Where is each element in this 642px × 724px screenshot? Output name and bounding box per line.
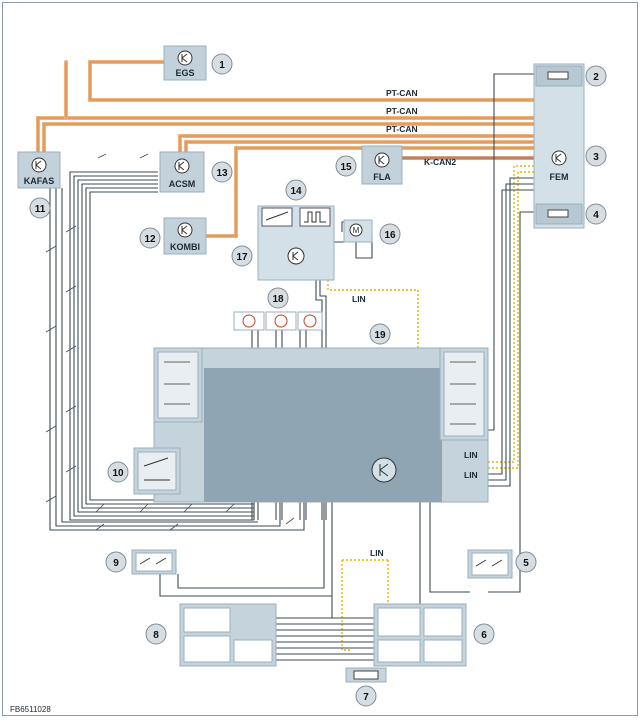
fla-label: FLA — [373, 172, 391, 182]
callout-2: 2 — [585, 65, 607, 87]
pt-can-label-3: PT-CAN — [386, 124, 418, 134]
callout-7: 7 — [355, 685, 377, 707]
svg-text:10: 10 — [112, 468, 124, 479]
lin-label-1: LIN — [352, 294, 366, 304]
acsm-module: ACSM — [159, 151, 205, 193]
callout-13: 13 — [211, 161, 233, 183]
sensor-10 — [133, 447, 181, 495]
k-can2-label: K-CAN2 — [424, 157, 456, 167]
callout-16: 16 — [379, 223, 401, 245]
svg-text:3: 3 — [593, 152, 599, 163]
callout-4: 4 — [585, 203, 607, 225]
svg-text:M: M — [353, 226, 360, 235]
svg-text:12: 12 — [144, 234, 156, 245]
callouts: 1 2 3 4 5 6 7 8 9 10 11 12 13 14 15 16 1… — [29, 53, 607, 707]
kafas-module: KAFAS — [17, 151, 61, 189]
callout-10: 10 — [107, 461, 129, 483]
lin-label-3: LIN — [464, 470, 478, 480]
callout-15: 15 — [335, 155, 357, 177]
svg-text:1: 1 — [219, 60, 225, 71]
switch-5 — [467, 549, 513, 579]
svg-text:4: 4 — [593, 210, 599, 221]
callout-11: 11 — [29, 197, 51, 219]
pt-can-bus-lines — [36, 60, 536, 238]
callout-12: 12 — [139, 227, 161, 249]
relay-module-17 — [257, 205, 335, 281]
kombi-module: KOMBI — [163, 217, 207, 255]
kombi-label: KOMBI — [170, 242, 200, 252]
callout-19: 19 — [369, 323, 391, 345]
fuses-18 — [233, 311, 323, 331]
main-module-19 — [153, 347, 489, 503]
svg-text:17: 17 — [236, 252, 248, 263]
svg-text:14: 14 — [290, 186, 302, 197]
callout-5: 5 — [515, 551, 537, 573]
callout-18: 18 — [267, 287, 289, 309]
svg-text:7: 7 — [363, 692, 369, 703]
diagram-frame — [2, 2, 638, 716]
lin-label-2: LIN — [464, 450, 478, 460]
fem-module: FEM — [533, 63, 585, 229]
callout-9: 9 — [105, 551, 127, 573]
pt-can-label-1: PT-CAN — [386, 88, 418, 98]
callout-8: 8 — [145, 623, 167, 645]
pt-can-label-2: PT-CAN — [386, 106, 418, 116]
svg-text:5: 5 — [523, 558, 529, 569]
svg-text:19: 19 — [374, 330, 386, 341]
egs-label: EGS — [175, 68, 194, 78]
svg-text:11: 11 — [35, 204, 46, 215]
fuse-7 — [345, 667, 387, 683]
harness-ticks — [45, 153, 295, 531]
callout-6: 6 — [473, 623, 495, 645]
svg-text:16: 16 — [384, 230, 396, 241]
svg-text:9: 9 — [113, 558, 119, 569]
egs-module: EGS — [163, 45, 207, 81]
callout-1: 1 — [211, 53, 233, 75]
kafas-label: KAFAS — [24, 176, 55, 186]
svg-text:18: 18 — [272, 294, 284, 305]
svg-text:2: 2 — [593, 72, 599, 83]
svg-text:15: 15 — [340, 162, 352, 173]
figure-code: FB6511028 — [10, 705, 51, 714]
lin-label-4: LIN — [370, 548, 384, 558]
svg-text:6: 6 — [481, 630, 487, 641]
fem-label: FEM — [550, 172, 569, 182]
svg-text:13: 13 — [216, 168, 228, 179]
block-8 — [179, 603, 277, 667]
fla-module: FLA — [361, 145, 403, 185]
svg-text:8: 8 — [153, 630, 159, 641]
callout-14: 14 — [285, 179, 307, 201]
callout-17: 17 — [231, 245, 253, 267]
motor-16: M — [343, 219, 373, 243]
block-6 — [373, 603, 467, 667]
callout-3: 3 — [585, 145, 607, 167]
wire-harness — [49, 73, 534, 661]
acsm-label: ACSM — [169, 179, 196, 189]
switch-9 — [131, 549, 177, 575]
